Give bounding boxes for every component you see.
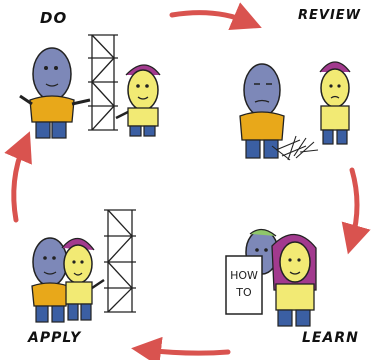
- arrow-do-to-review: [169, 2, 262, 30]
- arrow-learn-to-apply: [131, 336, 231, 360]
- yellow-person-figure: [115, 64, 161, 137]
- arrow-apply-to-do: [4, 131, 32, 223]
- how-to-sign-line2: TO: [235, 286, 252, 299]
- tower-icon: [104, 209, 136, 313]
- do-scene: [19, 34, 161, 139]
- blue-person-figure: [31, 237, 69, 323]
- blue-person-thinking-figure: [239, 63, 285, 159]
- yellow-person-looking-down-figure: [319, 61, 351, 145]
- yellow-person-figure: [61, 237, 105, 321]
- how-to-sign-line1: HOW: [230, 269, 258, 282]
- apply-scene: [31, 209, 136, 323]
- step-label-apply: APPLY: [28, 330, 82, 346]
- learn-scene: HOW TO: [225, 228, 317, 327]
- yellow-person-reading-figure: [271, 233, 317, 327]
- arrow-review-to-learn: [341, 167, 371, 255]
- tower-icon: [88, 34, 118, 131]
- blue-person-figure: [19, 47, 91, 139]
- how-to-sign: [225, 255, 263, 315]
- step-label-learn: LEARN: [302, 330, 359, 346]
- collapsed-tower-pile-icon: [271, 135, 319, 161]
- step-label-do: DO: [40, 9, 68, 27]
- step-label-review: REVIEW: [298, 8, 362, 23]
- review-scene: [239, 61, 351, 161]
